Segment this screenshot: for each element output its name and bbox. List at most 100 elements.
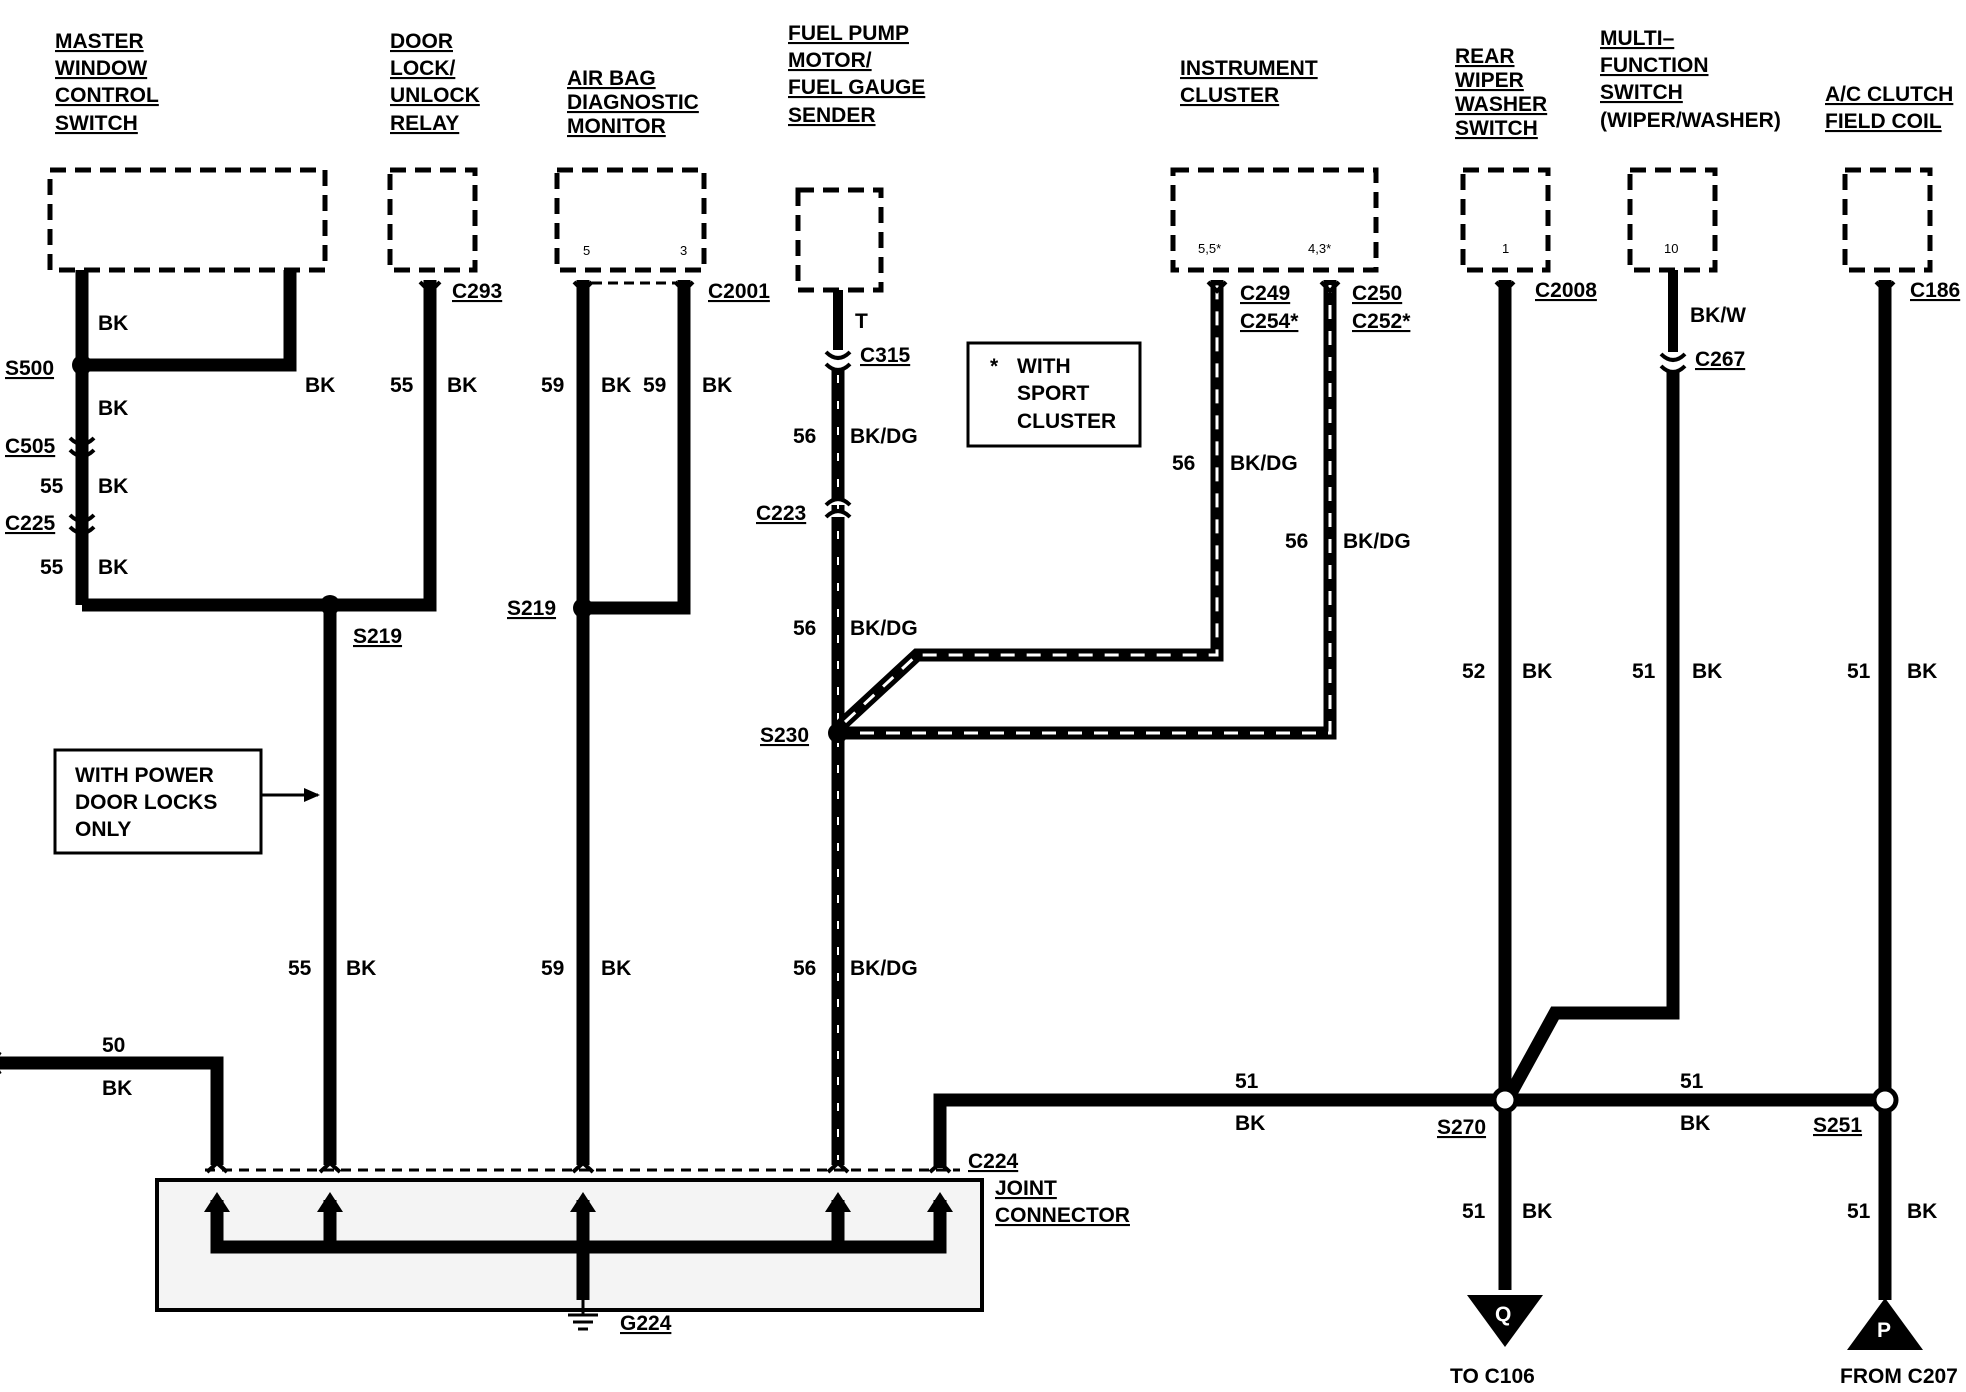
ac-clutch-field-coil-box — [1842, 167, 1933, 273]
connector-c223-label: C223 — [756, 502, 806, 525]
circuit-number: 55 — [288, 957, 312, 980]
splice-s219-label: S219 — [507, 597, 556, 620]
connector-c224-label: C224 — [968, 1150, 1019, 1173]
right-side-circuits: C2008 52 BK BK/W C267 51 BK C186 51 BK 5… — [933, 270, 1960, 1388]
wire-color: BK — [98, 397, 128, 420]
wire-color: BK/DG — [850, 957, 918, 980]
splice-s500-dot — [72, 355, 92, 375]
label-line: MONITOR — [567, 115, 666, 138]
joint-connector-label: JOINT — [995, 1177, 1057, 1200]
connector-c250-label: C250 — [1352, 282, 1402, 305]
door-lock-relay-label: DOOR LOCK/ UNLOCK RELAY — [390, 30, 480, 135]
splice-s219-dot — [320, 595, 340, 615]
wire-color: BK — [346, 957, 376, 980]
wire-color: BK — [102, 1077, 132, 1100]
connector-c2001-label: C2001 — [708, 280, 770, 303]
fuel-pump-sender-box — [795, 187, 884, 293]
fuel-pump-label: FUEL PUMP MOTOR/ FUEL GAUGE SENDER — [788, 22, 925, 127]
fuel-pump-instrument-circuit: T C315 C223 56 BK/DG 56 BK/DG 56 BK/DG S… — [756, 280, 1411, 1165]
circuit-number: 56 — [793, 425, 816, 448]
connector-c2008-label: C2008 — [1535, 279, 1597, 302]
instrument-cluster-box — [1170, 167, 1379, 273]
connector-c252-label: C252* — [1352, 310, 1411, 333]
pin-label: 5 — [583, 243, 590, 258]
label-line: DOOR — [390, 30, 453, 53]
circuit-number: 51 — [1462, 1200, 1486, 1223]
terminal-q-icon — [1467, 1295, 1543, 1347]
splice-s500-label: S500 — [5, 357, 54, 380]
pin-label: 3 — [680, 243, 687, 258]
splice-s219-dot — [573, 598, 593, 618]
wire-color: BK/DG — [1343, 530, 1411, 553]
wire-color: BK — [1907, 660, 1937, 683]
splice-s219-label: S219 — [353, 625, 402, 648]
terminal-p-icon — [1847, 1298, 1923, 1350]
circuit-number: 51 — [1847, 660, 1871, 683]
label-line: UNLOCK — [390, 84, 480, 107]
label-line: REAR — [1455, 45, 1515, 68]
power-door-locks-note: WITH POWER DOOR LOCKS ONLY — [53, 748, 320, 855]
multi-function-switch-box — [1627, 167, 1718, 273]
note-line: WITH POWER — [75, 764, 214, 787]
connector-c315-label: C315 — [860, 344, 911, 367]
wire-color: BK — [447, 374, 477, 397]
connector-c267-mark — [1659, 352, 1687, 374]
multi-function-switch-label: MULTI– FUNCTION SWITCH (WIPER/WASHER) — [1600, 27, 1781, 132]
wire-color: T — [855, 310, 868, 333]
label-line: WINDOW — [55, 57, 147, 80]
label-line: MOTOR/ — [788, 49, 872, 72]
note-line: CLUSTER — [1017, 410, 1116, 433]
rear-wiper-switch-box — [1460, 167, 1551, 273]
label-line: A/C CLUTCH — [1825, 83, 1953, 106]
wire-color: BK — [1680, 1112, 1710, 1135]
note-line: DOOR LOCKS — [75, 791, 217, 814]
terminal-q-letter: Q — [1495, 1303, 1511, 1326]
connector-c293-label: C293 — [452, 280, 502, 303]
ac-clutch-field-coil-label: A/C CLUTCH FIELD COIL — [1825, 83, 1953, 133]
wire-color: BK — [1235, 1112, 1265, 1135]
air-bag-circuit: C2001 59 BK 59 BK S219 59 BK — [507, 280, 770, 1165]
splice-s251-label: S251 — [1813, 1114, 1862, 1137]
wire-color: BK — [1692, 660, 1722, 683]
wire-color: BK — [98, 475, 128, 498]
wire-color: BK/DG — [850, 617, 918, 640]
wire-color: BK — [98, 556, 128, 579]
connector-c505-label: C505 — [5, 435, 56, 458]
wire-color: BK/DG — [1230, 452, 1298, 475]
circuit-50: 50 BK — [0, 1034, 224, 1165]
label-line: DIAGNOSTIC — [567, 91, 699, 114]
label-line: INSTRUMENT — [1180, 57, 1318, 80]
ground-icon — [568, 1300, 598, 1331]
label-line: LOCK/ — [390, 57, 455, 80]
pin-label: 4,3* — [1308, 241, 1331, 256]
connector-c249-label: C249 — [1240, 282, 1290, 305]
air-bag-monitor-box — [554, 167, 707, 273]
connector-c505-mark — [68, 436, 96, 458]
instrument-cluster-label: INSTRUMENT CLUSTER — [1180, 57, 1318, 107]
label-line: WIPER — [1455, 69, 1524, 92]
rear-wiper-washer-switch-label: REAR WIPER WASHER SWITCH — [1455, 45, 1547, 140]
label-line: MASTER — [55, 30, 144, 53]
wire-color: BK — [1522, 660, 1552, 683]
splice-s270-dot — [1491, 1086, 1519, 1114]
circuit-number: 56 — [1285, 530, 1308, 553]
wire-color: BK — [98, 312, 128, 335]
terminal-p-label: FROM C207 — [1840, 1365, 1958, 1388]
connector-c186-label: C186 — [1910, 279, 1960, 302]
door-lock-circuit: C293 55 BK S219 55 BK — [288, 280, 502, 1165]
splice-s230-dot — [828, 723, 848, 743]
circuit-number: 56 — [1172, 452, 1195, 475]
circuit-number: 59 — [541, 374, 564, 397]
circuit-number: 52 — [1462, 660, 1485, 683]
splice-s270-label: S270 — [1437, 1116, 1486, 1139]
connector-c293-mark — [418, 280, 442, 295]
door-lock-relay-box — [387, 167, 478, 273]
label-line: FUEL GAUGE — [788, 76, 925, 99]
label-line: FIELD COIL — [1825, 110, 1942, 133]
splice-s251-dot — [1871, 1086, 1899, 1114]
note-line: WITH — [1017, 355, 1071, 378]
wire-color: BK — [305, 374, 335, 397]
wire-color: BK/W — [1690, 304, 1746, 327]
connector-c267-label: C267 — [1695, 348, 1745, 371]
